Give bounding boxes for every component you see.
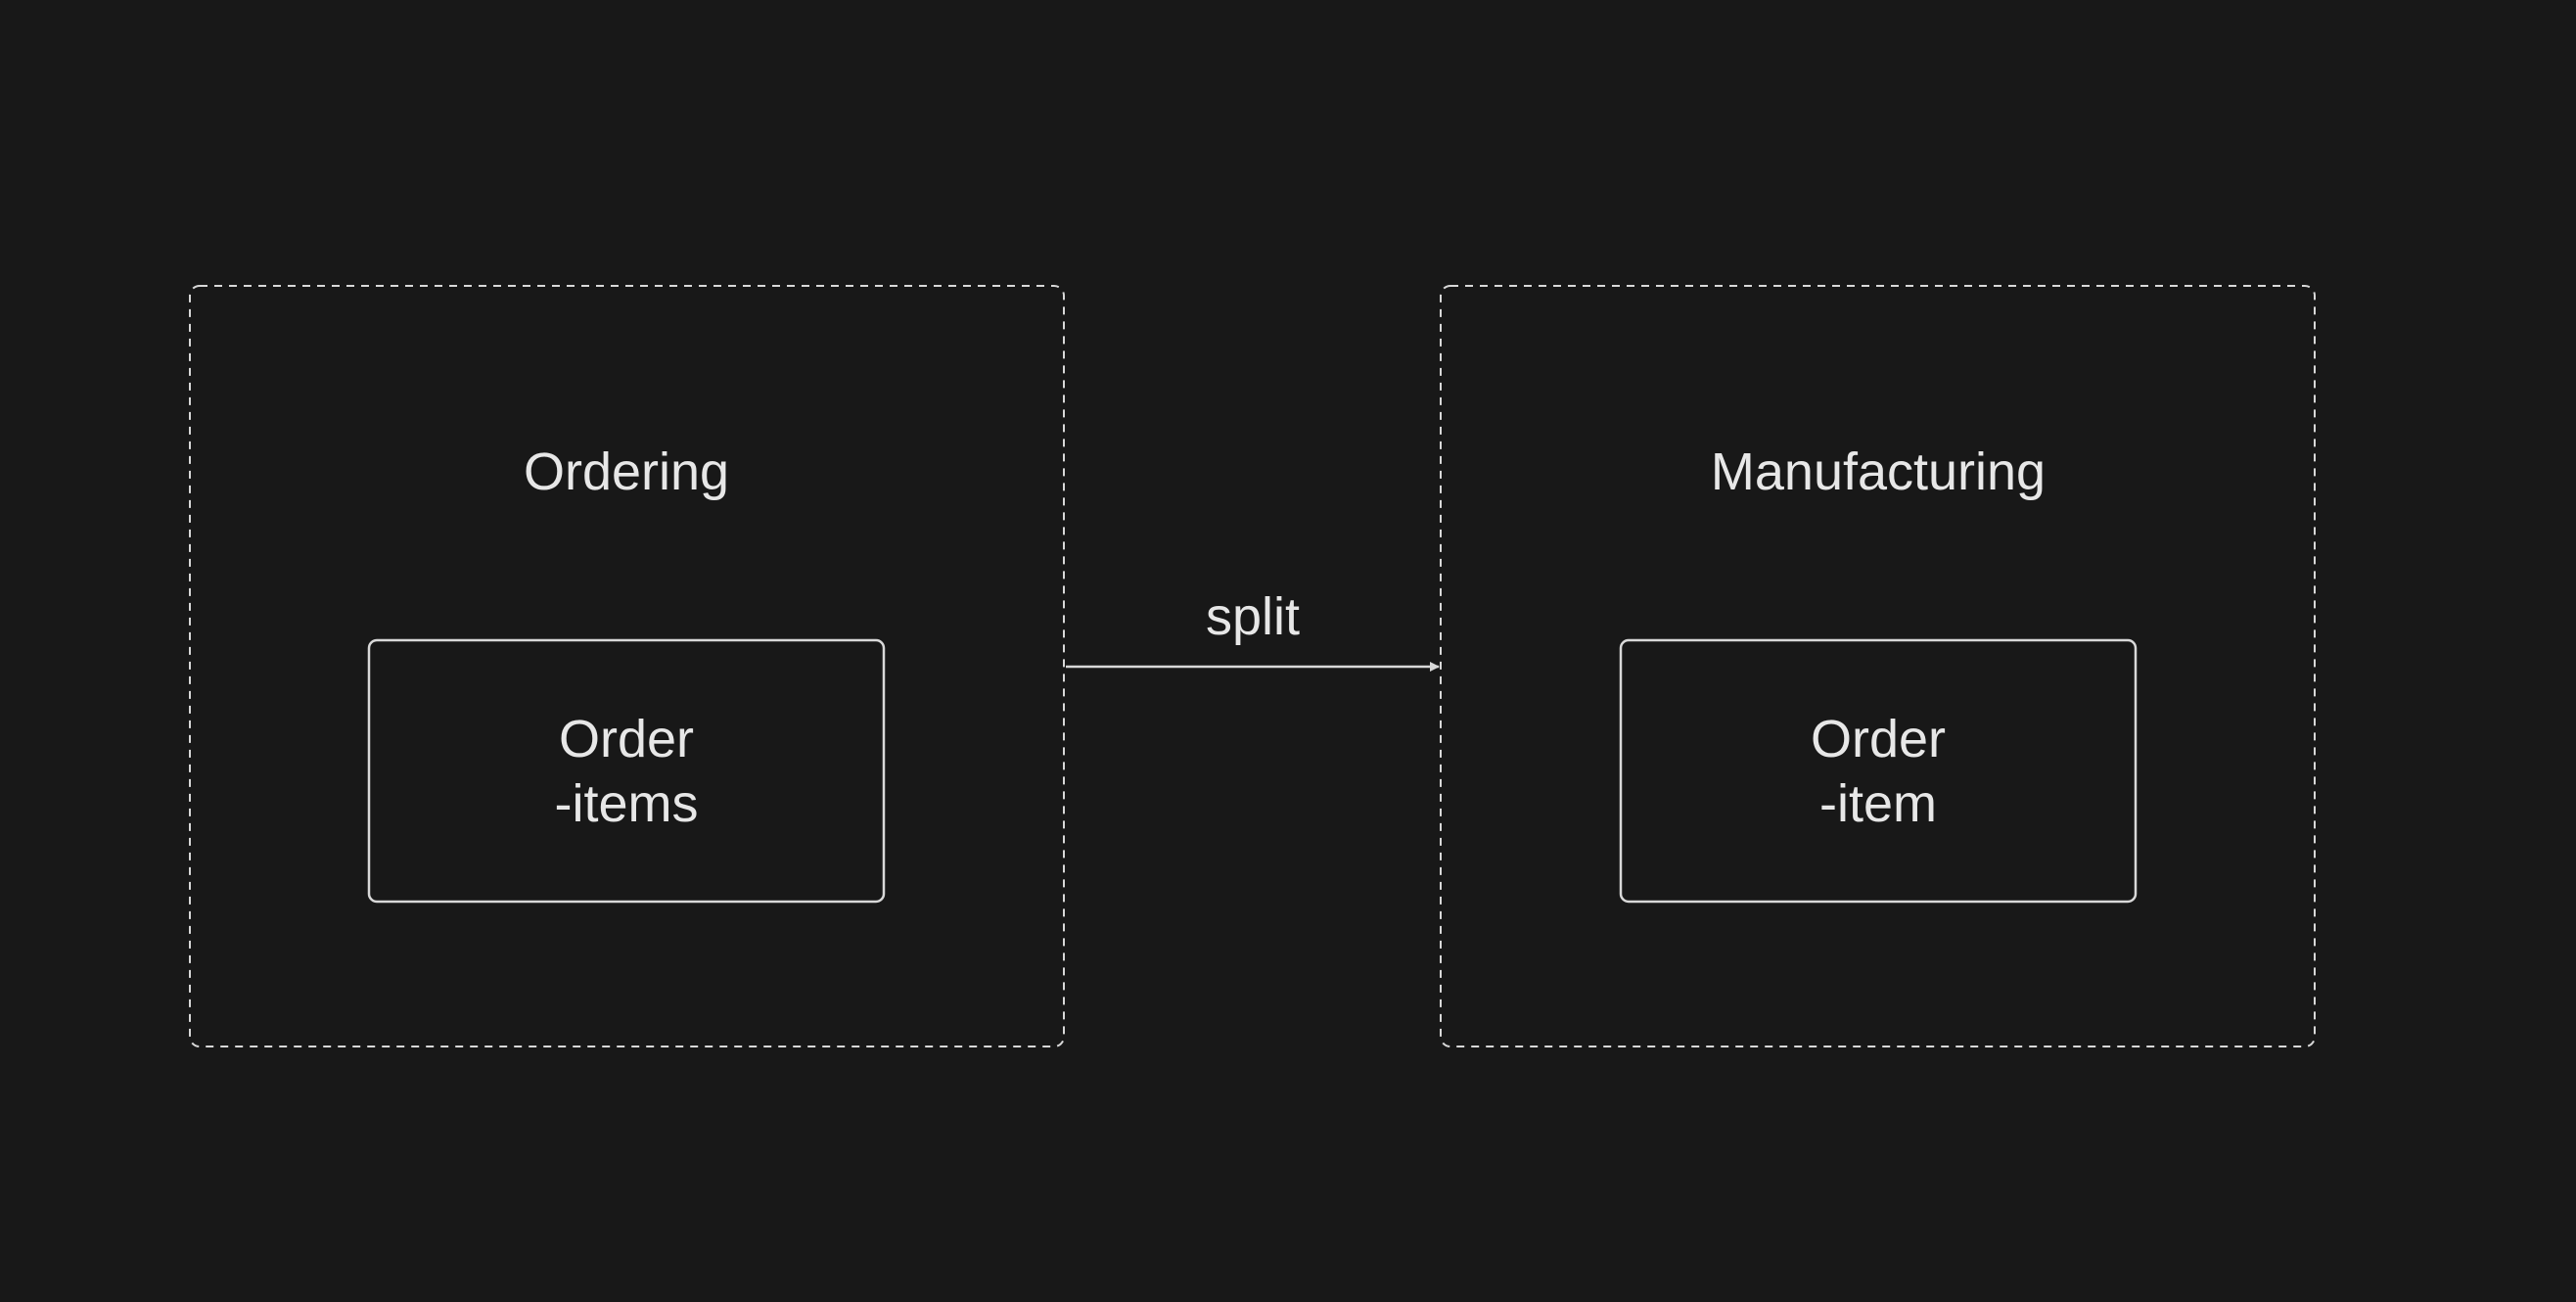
entity-label-line2: -items bbox=[555, 774, 699, 833]
entity-box-order-items bbox=[367, 638, 886, 904]
entity-order-item: Order -item bbox=[1619, 638, 2138, 904]
relation-label: split bbox=[1206, 587, 1300, 646]
context-title-ordering: Ordering bbox=[524, 442, 729, 501]
entity-order-items: Order -items bbox=[367, 638, 886, 904]
entity-label-line2: -item bbox=[1819, 774, 1937, 833]
entity-box-order-item bbox=[1619, 638, 2138, 904]
entity-label-line1: Order bbox=[559, 710, 694, 768]
context-boundary-ordering bbox=[189, 285, 1065, 1047]
entity-label-line1: Order bbox=[1811, 710, 1946, 768]
context-manufacturing: Manufacturing Order -item bbox=[1440, 285, 2316, 1047]
context-ordering: Ordering Order -items bbox=[189, 285, 1065, 1047]
relation-split: split bbox=[1066, 587, 1440, 672]
context-boundary-manufacturing bbox=[1440, 285, 2316, 1047]
context-title-manufacturing: Manufacturing bbox=[1711, 442, 2046, 501]
